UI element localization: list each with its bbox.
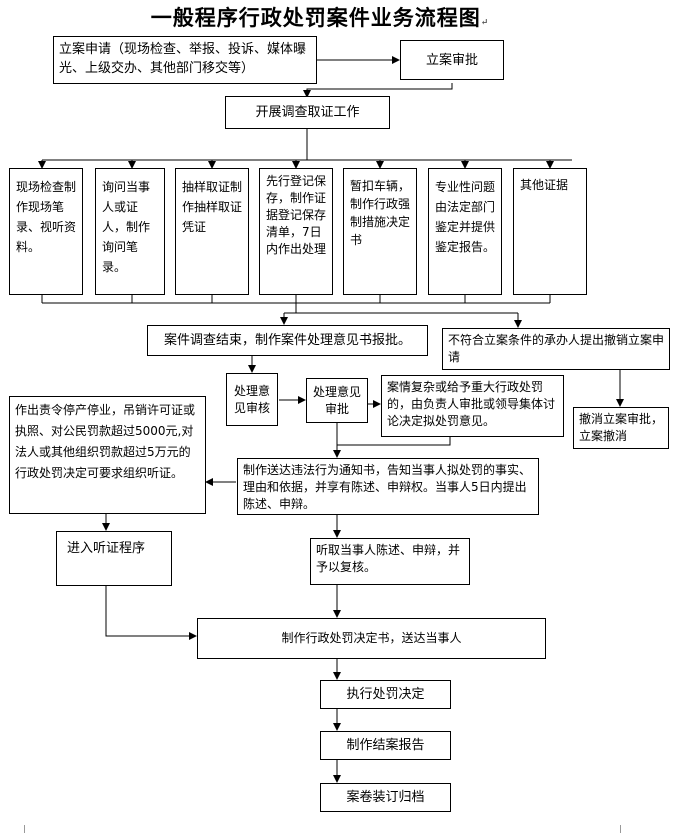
node-filing-application: 立案申请（现场检查、举报、投诉、媒体曝光、上级交办、其他部门移交等）: [53, 36, 317, 84]
node-hearing-notice: 作出责令停产停业，吊销许可证或执照、对公民罚款超过5000元,对法人或其他组织罚…: [9, 396, 206, 514]
page-corner-marker: [16, 825, 25, 833]
node-revoke-approval: 撤消立案审批，立案撤消: [573, 407, 669, 449]
node-archive: 案卷装订归档: [320, 783, 451, 812]
node-review: 处理意见审核: [226, 373, 278, 426]
node-investigation: 开展调查取证工作: [225, 96, 390, 129]
node-penalty-decision: 制作行政处罚决定书，送达当事人: [197, 618, 546, 659]
arrow-hearing-to-decision: [105, 586, 197, 640]
node-violation-notice: 制作送达违法行为通知书，告知当事人拟处罚的事实、理由和依据，并享有陈述、申辩权。…: [237, 458, 539, 515]
page-corner-marker: [620, 825, 629, 833]
node-evidence-expert-appraisal: 专业性问题由法定部门鉴定并提供鉴定报告。: [428, 168, 502, 295]
page-title: 一般程序行政处罚案件业务流程图↵: [150, 5, 490, 30]
node-hearing-procedure: 进入听证程序: [56, 531, 172, 586]
node-opinion-approval: 处理意见审批: [306, 378, 368, 423]
node-revoke-request: 不符合立案条件的承办人提出撤销立案申请: [442, 328, 670, 370]
node-execute-decision: 执行处罚决定: [320, 680, 451, 709]
node-evidence-interview: 询问当事人或证人，制作询问笔录。: [95, 168, 165, 295]
node-evidence-sampling: 抽样取证制作抽样取证凭证: [175, 168, 249, 295]
node-collective-decision: 案情复杂或给予重大行政处罚的，由负责人审批或领导集体讨论决定拟处罚意见。: [381, 375, 564, 437]
node-evidence-vehicle-detention: 暂扣车辆，制作行政强制措施决定书: [343, 168, 417, 295]
node-investigation-end: 案件调查结束，制作案件处理意见书报批。: [147, 325, 428, 356]
node-filing-approval: 立案审批: [400, 40, 504, 80]
node-evidence-other: 其他证据: [513, 168, 587, 295]
node-evidence-inspection: 现场检查制作现场笔录、视听资料。: [9, 168, 83, 295]
node-evidence-preservation: 先行登记保存，制作证据登记保存清单，7日内作出处理: [259, 168, 333, 295]
node-closing-report: 制作结案报告: [320, 731, 451, 760]
node-statement-review: 听取当事人陈述、申辩，并予以复核。: [310, 538, 470, 585]
arrow-approval-to-investigation: [303, 83, 453, 98]
arrow-collective-to-notice: [337, 437, 451, 446]
